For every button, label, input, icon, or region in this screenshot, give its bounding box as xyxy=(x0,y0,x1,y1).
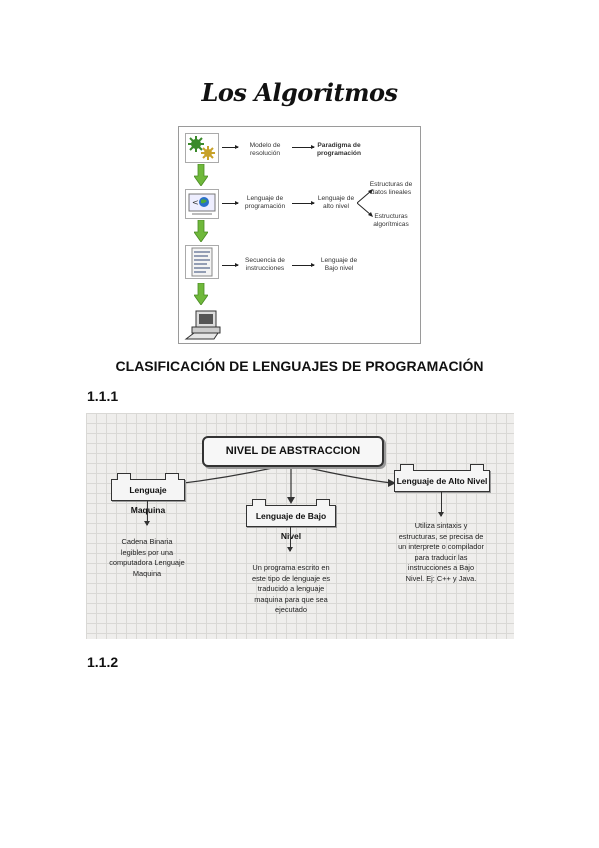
high-level-language-box: Lenguaje de Alto Nivel xyxy=(394,464,490,492)
code-list-icon xyxy=(185,245,219,279)
down-arrow-icon xyxy=(194,220,208,242)
flow-step-sequence: Secuencia de instrucciones xyxy=(245,257,285,272)
branch-arrows xyxy=(357,189,373,217)
arrow-down xyxy=(287,527,293,552)
page-title: Los Algoritmos xyxy=(201,78,398,107)
machine-language-box: Lenguaje Maquina xyxy=(111,473,185,515)
subsection-number: 1.1.2 xyxy=(87,654,119,670)
section-heading: CLASIFICACIÓN DE LENGUAJES DE PROGRAMACI… xyxy=(115,358,484,374)
gears-icon xyxy=(185,133,219,163)
high-level-language-desc: Utiliza sintaxis y estructuras, se preci… xyxy=(398,521,484,583)
arrow-down xyxy=(438,492,444,517)
programming-flow-diagram: < Modelo de resolución Paradigma de prog… xyxy=(178,126,421,344)
abstraction-root-box: NIVEL DE ABSTRACCION xyxy=(202,436,384,467)
flow-branch-data: Estructuras de datos lineales xyxy=(369,181,413,196)
machine-language-desc: Cadena Binaria legibles por una computad… xyxy=(109,537,185,578)
flow-arrow xyxy=(292,145,315,149)
machine-language-label: Lenguaje Maquina xyxy=(129,485,167,515)
low-level-language-desc: Un programa escrito en este tipo de leng… xyxy=(251,563,331,614)
flow-step-language: Lenguaje de programación xyxy=(244,195,286,210)
arrow-down xyxy=(144,501,150,526)
flow-arrow xyxy=(292,201,315,205)
down-arrow-icon xyxy=(194,164,208,186)
svg-text:<: < xyxy=(192,198,199,207)
flow-branch-algorithmic: Estructuras algorítmicas xyxy=(373,213,409,228)
subsection-number: 1.1.1 xyxy=(87,388,119,404)
high-level-language-label: Lenguaje de Alto Nivel xyxy=(396,476,488,486)
flow-arrow xyxy=(222,263,239,267)
flow-step-model: Modelo de resolución xyxy=(249,142,281,157)
low-level-language-box: Lenguaje de Bajo Nivel xyxy=(246,499,336,541)
flow-arrow xyxy=(222,145,239,149)
flow-result-high-level: Lenguaje de alto nivel xyxy=(317,195,355,210)
down-arrow-icon xyxy=(194,283,208,305)
flow-arrow xyxy=(292,263,315,267)
computer-icon xyxy=(184,310,221,340)
flow-arrow xyxy=(222,201,239,205)
abstraction-level-diagram: NIVEL DE ABSTRACCION Lenguaje Maquina Le… xyxy=(86,413,514,639)
globe-code-icon: < xyxy=(185,189,219,219)
flow-result-paradigm: Paradigma de programación xyxy=(317,142,361,157)
flow-result-low-level: Lenguaje de Bajo nivel xyxy=(320,257,358,272)
